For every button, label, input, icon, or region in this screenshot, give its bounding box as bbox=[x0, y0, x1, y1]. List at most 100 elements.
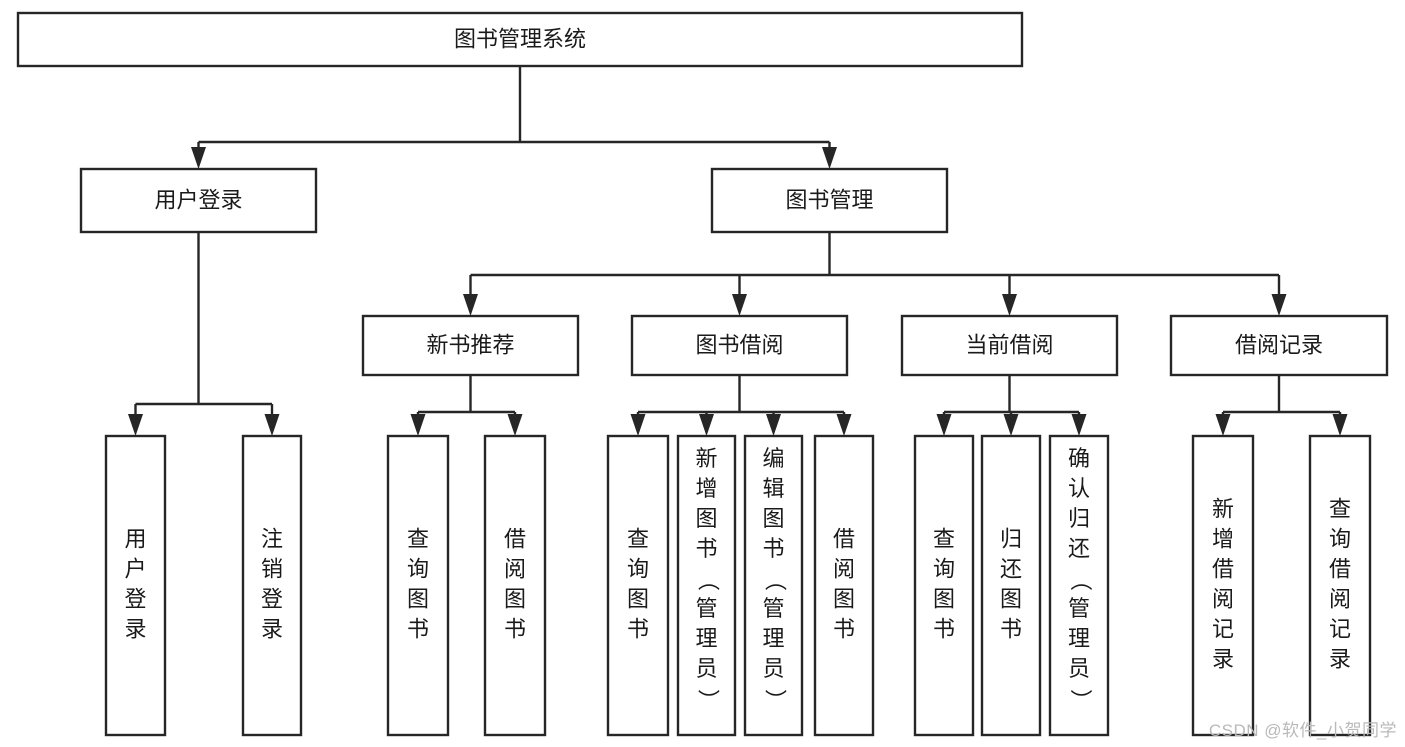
node-label-char: 销 bbox=[261, 556, 283, 581]
node-box[interactable] bbox=[241, 434, 303, 737]
node-box[interactable] bbox=[743, 434, 804, 737]
node-label-char: 还 bbox=[1068, 536, 1090, 561]
node-box[interactable] bbox=[900, 314, 1119, 377]
node-label-char: 确 bbox=[1068, 446, 1090, 471]
node-label-char: 录 bbox=[261, 616, 283, 641]
node-box[interactable] bbox=[16, 11, 1024, 68]
node-label-char: 录 bbox=[1212, 646, 1234, 671]
node-label-char: ） bbox=[763, 689, 788, 711]
node-label-char: 新 bbox=[695, 446, 717, 471]
node-box[interactable] bbox=[913, 434, 975, 737]
node-box[interactable] bbox=[1169, 314, 1389, 377]
edge-group-l3_2 bbox=[936, 375, 1087, 436]
node-label-char: 借 bbox=[833, 526, 855, 551]
node-label-char: 认 bbox=[1068, 476, 1090, 501]
edge-group-l3_1 bbox=[630, 375, 852, 436]
edge-group-l2_0 bbox=[128, 232, 280, 436]
node-box[interactable] bbox=[1048, 434, 1110, 737]
node-label-char: 图 bbox=[627, 586, 649, 611]
node-box[interactable] bbox=[980, 434, 1042, 737]
node-label: 新书推荐 bbox=[426, 332, 514, 357]
node-label-char: 查 bbox=[933, 526, 955, 551]
node-label-char: 用 bbox=[124, 526, 146, 551]
node-label-char: 阅 bbox=[1329, 586, 1351, 611]
node-box[interactable] bbox=[104, 434, 167, 737]
node-label: 图书借阅 bbox=[695, 332, 783, 357]
node-box[interactable] bbox=[813, 434, 875, 737]
edge-group-l3_3 bbox=[1215, 375, 1348, 436]
node-label-char: 借 bbox=[1212, 556, 1234, 581]
node-label-char: 借 bbox=[1329, 556, 1351, 581]
node-l3_0[interactable]: 新书推荐 bbox=[361, 314, 580, 377]
node-leaf_0[interactable]: 用户登录 bbox=[104, 434, 167, 737]
node-box[interactable] bbox=[630, 314, 849, 377]
node-label-char: 书 bbox=[407, 616, 429, 641]
edge-group-l2_1 bbox=[463, 232, 1287, 316]
node-label-char: 查 bbox=[627, 526, 649, 551]
node-l2_0[interactable]: 用户登录 bbox=[79, 167, 318, 234]
node-label-char: 书 bbox=[627, 616, 649, 641]
node-label: 当前借阅 bbox=[965, 332, 1053, 357]
node-l2_1[interactable]: 图书管理 bbox=[710, 167, 949, 234]
node-label-char: 阅 bbox=[504, 556, 526, 581]
node-l3_2[interactable]: 当前借阅 bbox=[900, 314, 1119, 377]
node-l3_3[interactable]: 借阅记录 bbox=[1169, 314, 1389, 377]
node-label-char: 注 bbox=[261, 526, 283, 551]
node-label-char: 增 bbox=[1212, 526, 1234, 551]
node-box[interactable] bbox=[483, 434, 547, 737]
node-label-char: 增 bbox=[695, 476, 717, 501]
node-label-char: 管 bbox=[762, 596, 784, 621]
node-label-char: 管 bbox=[695, 596, 717, 621]
node-label: 图书管理系统 bbox=[454, 26, 586, 51]
node-label-char: 询 bbox=[1329, 526, 1351, 551]
node-box[interactable] bbox=[676, 434, 737, 737]
node-label-char: 还 bbox=[1000, 556, 1022, 581]
node-box[interactable] bbox=[606, 434, 670, 737]
node-label-char: 询 bbox=[407, 556, 429, 581]
node-label-char: （ bbox=[696, 569, 721, 591]
node-label-char: 户 bbox=[124, 556, 146, 581]
node-label-char: 图 bbox=[407, 586, 429, 611]
node-label-char: 图 bbox=[695, 506, 717, 531]
node-box[interactable] bbox=[79, 167, 318, 234]
node-label-char: 书 bbox=[762, 536, 784, 561]
node-label-char: 辑 bbox=[762, 476, 784, 501]
node-label-char: 阅 bbox=[833, 556, 855, 581]
node-label: 借阅记录 bbox=[1235, 332, 1323, 357]
node-label-char: 理 bbox=[695, 626, 717, 651]
node-label-char: 录 bbox=[124, 616, 146, 641]
node-label-char: ） bbox=[696, 689, 721, 711]
node-label-char: 编 bbox=[762, 446, 784, 471]
node-box[interactable] bbox=[1308, 434, 1372, 737]
edge-group-l3_0 bbox=[410, 375, 523, 436]
node-box[interactable] bbox=[1191, 434, 1255, 737]
node-label-char: 阅 bbox=[1212, 586, 1234, 611]
node-l3_1[interactable]: 图书借阅 bbox=[630, 314, 849, 377]
node-label-char: 书 bbox=[695, 536, 717, 561]
node-label-char: 员 bbox=[1068, 656, 1090, 681]
watermark-label: CSDN @软件_小贺同学 bbox=[1208, 721, 1397, 740]
node-root[interactable]: 图书管理系统 bbox=[16, 11, 1024, 68]
node-label-char: 理 bbox=[762, 626, 784, 651]
node-box[interactable] bbox=[361, 314, 580, 377]
node-box[interactable] bbox=[386, 434, 450, 737]
node-label-char: ） bbox=[1068, 689, 1093, 711]
node-box[interactable] bbox=[710, 167, 949, 234]
node-label-char: 书 bbox=[1000, 616, 1022, 641]
node-label-char: 登 bbox=[261, 586, 283, 611]
node-label-char: 管 bbox=[1068, 596, 1090, 621]
node-label-char: 员 bbox=[695, 656, 717, 681]
